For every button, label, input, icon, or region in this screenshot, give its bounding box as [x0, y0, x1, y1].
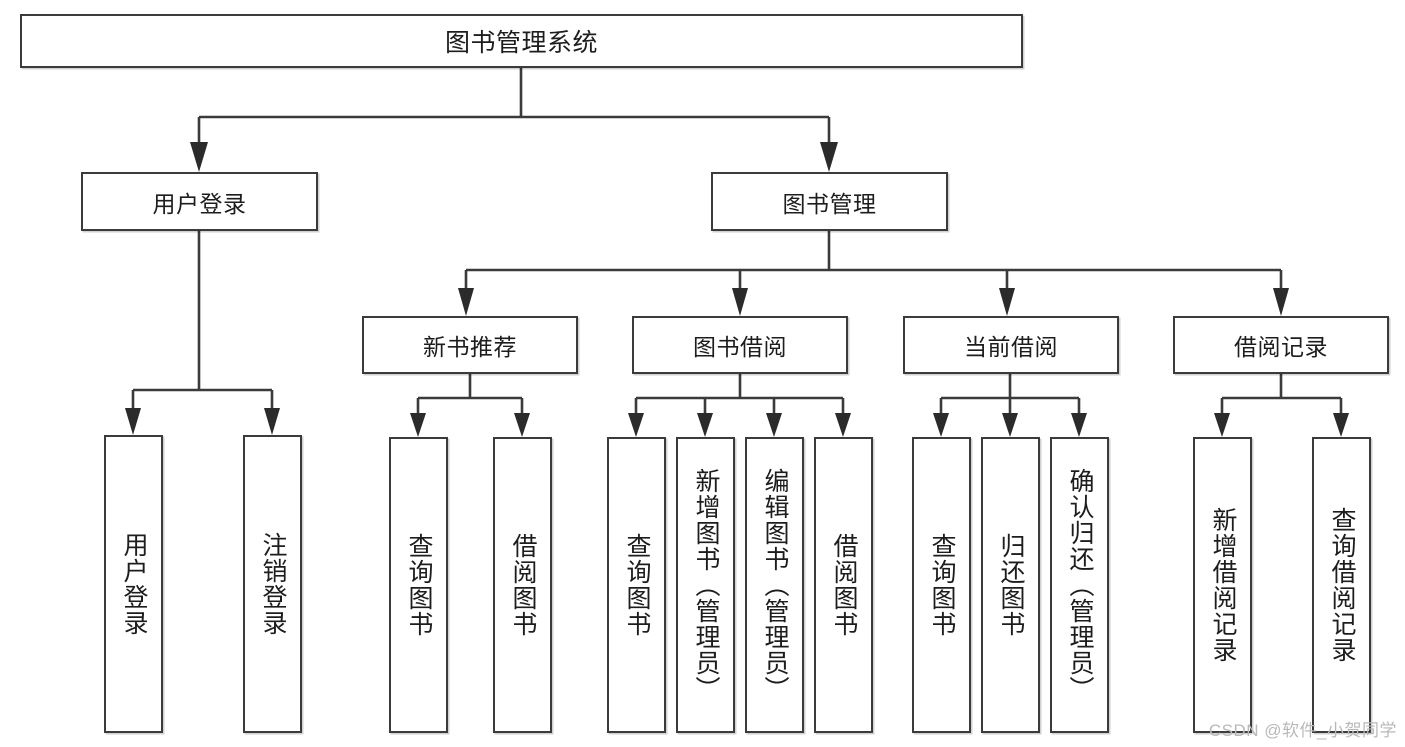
arrowhead-leaf-current-borrow-2 — [1002, 413, 1018, 437]
leaf-new-book-borrow[interactable]: 借阅图书 — [493, 437, 552, 733]
arrowhead-leaf-book-borrow-2 — [697, 413, 713, 437]
leaf-book-borrow-query[interactable]: 查询图书 — [607, 437, 666, 733]
node-new-book-recommend-label: 新书推荐 — [423, 334, 517, 360]
node-user-login-label: 用户登录 — [152, 190, 247, 217]
arrowhead-current-borrow — [999, 288, 1015, 316]
leaf-current-borrow-return[interactable]: 归还图书 — [981, 437, 1040, 733]
arrowhead-new-book — [458, 288, 474, 316]
node-root-system[interactable]: 图书管理系统 — [20, 14, 1023, 68]
arrowhead-leaf-current-borrow-3 — [1071, 413, 1087, 437]
node-borrow-record[interactable]: 借阅记录 — [1173, 316, 1389, 374]
arrowhead-layer — [125, 142, 1349, 437]
arrowhead-leaf-book-borrow-3 — [766, 413, 782, 437]
arrowhead-leaf-book-borrow-1 — [628, 413, 644, 437]
node-borrow-record-label: 借阅记录 — [1234, 334, 1328, 360]
arrowhead-leaf-borrow-record-1 — [1214, 413, 1230, 437]
leaf-user-login-logout-label: 注销登录 — [259, 532, 287, 636]
arrowhead-leaf-new-book-1 — [410, 413, 426, 437]
arrowhead-borrow-record — [1273, 288, 1289, 316]
node-book-borrow[interactable]: 图书借阅 — [632, 316, 848, 374]
leaf-current-borrow-confirm[interactable]: 确认归还（管理员） — [1050, 437, 1109, 733]
leaf-borrow-record-add[interactable]: 新增借阅记录 — [1193, 437, 1252, 733]
node-book-manage-label: 图书管理 — [782, 190, 877, 217]
leaf-user-login-login[interactable]: 用户登录 — [104, 435, 163, 733]
node-root-system-label: 图书管理系统 — [444, 29, 598, 57]
node-new-book-recommend[interactable]: 新书推荐 — [362, 316, 578, 374]
leaf-current-borrow-confirm-label: 确认归还（管理员） — [1066, 468, 1094, 702]
arrowhead-book-borrow — [732, 288, 748, 316]
node-book-borrow-label: 图书借阅 — [693, 334, 787, 360]
leaf-user-login-logout[interactable]: 注销登录 — [243, 435, 302, 733]
leaf-book-borrow-edit-label: 编辑图书（管理员） — [761, 468, 789, 702]
leaf-book-borrow-edit[interactable]: 编辑图书（管理员） — [745, 437, 804, 733]
arrowhead-leaf-user-login-2 — [264, 408, 280, 435]
leaf-current-borrow-return-label: 归还图书 — [997, 533, 1025, 637]
leaf-new-book-query[interactable]: 查询图书 — [389, 437, 448, 733]
node-current-borrow[interactable]: 当前借阅 — [903, 316, 1119, 374]
node-user-login[interactable]: 用户登录 — [81, 172, 318, 231]
arrowhead-leaf-user-login-1 — [125, 408, 141, 435]
node-book-manage[interactable]: 图书管理 — [711, 172, 948, 231]
arrowhead-leaf-new-book-2 — [514, 413, 530, 437]
leaf-new-book-query-label: 查询图书 — [405, 533, 433, 637]
leaf-user-login-login-label: 用户登录 — [120, 532, 148, 636]
node-current-borrow-label: 当前借阅 — [964, 334, 1058, 360]
leaf-borrow-record-add-label: 新增借阅记录 — [1209, 507, 1237, 663]
leaf-book-borrow-query-label: 查询图书 — [623, 533, 651, 637]
leaf-book-borrow-borrow[interactable]: 借阅图书 — [814, 437, 873, 733]
arrowhead-leaf-book-borrow-4 — [835, 413, 851, 437]
arrowhead-user-login — [190, 142, 208, 172]
leaf-book-borrow-add[interactable]: 新增图书（管理员） — [676, 437, 735, 733]
arrowhead-leaf-current-borrow-1 — [933, 413, 949, 437]
arrowhead-leaf-borrow-record-2 — [1333, 413, 1349, 437]
leaf-book-borrow-add-label: 新增图书（管理员） — [692, 468, 720, 702]
leaf-new-book-borrow-label: 借阅图书 — [509, 533, 537, 637]
leaf-current-borrow-query-label: 查询图书 — [928, 533, 956, 637]
arrowhead-book-manage — [820, 142, 838, 172]
leaf-current-borrow-query[interactable]: 查询图书 — [912, 437, 971, 733]
leaf-borrow-record-query-label: 查询借阅记录 — [1328, 507, 1356, 663]
leaf-book-borrow-borrow-label: 借阅图书 — [830, 533, 858, 637]
leaf-borrow-record-query[interactable]: 查询借阅记录 — [1312, 437, 1371, 733]
